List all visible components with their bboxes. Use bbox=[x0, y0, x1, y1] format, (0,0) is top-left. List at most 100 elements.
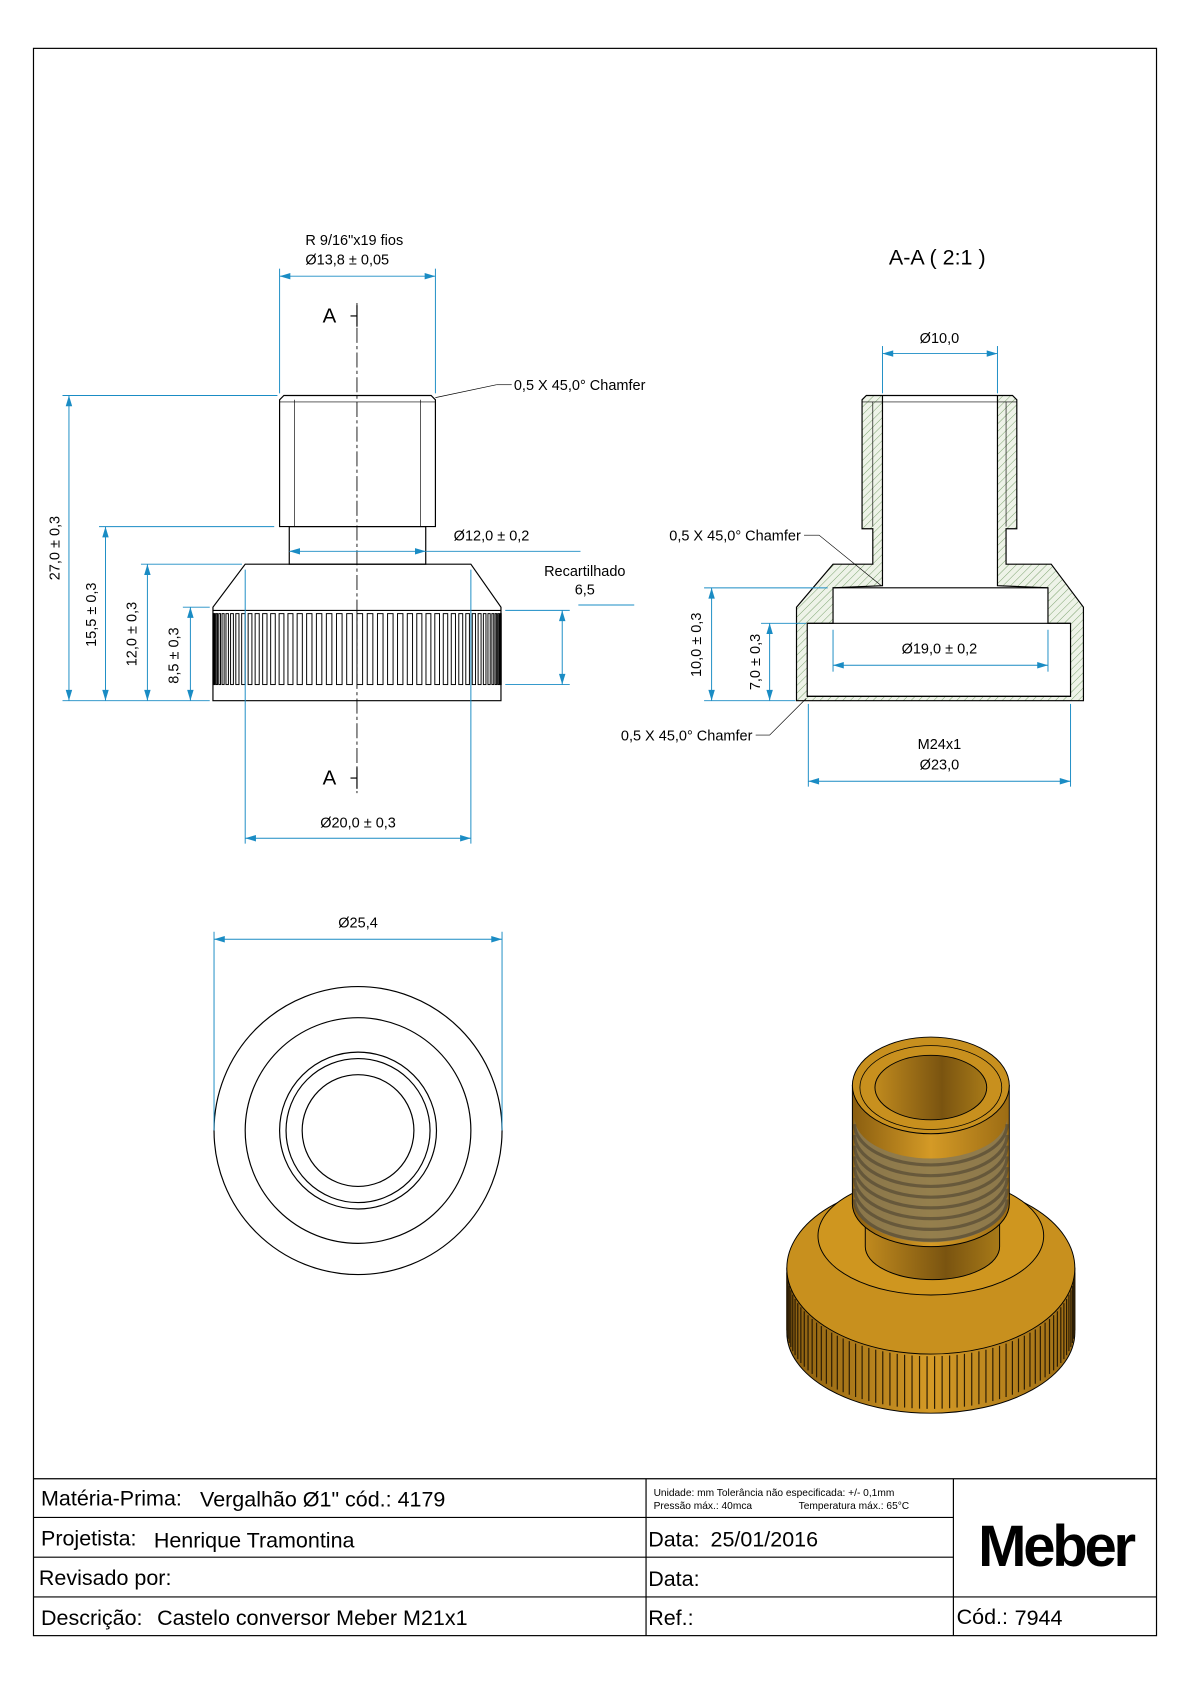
thread-groove bbox=[852, 1167, 1009, 1210]
knurl-ridge bbox=[465, 613, 470, 686]
section-view: A-A ( 2:1 ) Ø10,0 0,5 X 45,0° Chamfer 0,… bbox=[621, 245, 1085, 787]
section-marker-bottom: A bbox=[323, 768, 337, 790]
thread-groove bbox=[852, 1134, 1009, 1178]
designer-value: Henrique Tramontina bbox=[154, 1529, 355, 1553]
thread-body bbox=[278, 394, 437, 528]
knurl-ridge bbox=[325, 613, 333, 686]
review-date-label: Data: bbox=[648, 1567, 699, 1591]
material-label: Matéria-Prima: bbox=[41, 1487, 182, 1511]
chamfer-top-label: 0,5 X 45,0° Chamfer bbox=[514, 378, 646, 394]
code-label: Cód.: bbox=[957, 1605, 1008, 1629]
meber-logo: Meber bbox=[978, 1514, 1135, 1579]
chamfer-lower-label: 0,5 X 45,0° Chamfer bbox=[621, 728, 753, 744]
thread-label: M24x1 bbox=[918, 737, 962, 753]
neck bbox=[288, 525, 427, 565]
knurl-ridge bbox=[247, 613, 253, 686]
counterbore-diameter-dim: Ø19,0 ± 0,2 bbox=[902, 641, 978, 657]
ref-label: Ref.: bbox=[648, 1606, 693, 1630]
thread-groove bbox=[852, 1156, 1009, 1199]
knurl-ridge bbox=[315, 613, 323, 686]
date-value: 25/01/2016 bbox=[711, 1527, 819, 1551]
knurl-ridge bbox=[491, 613, 495, 686]
thread-groove bbox=[852, 1124, 1009, 1167]
thread-label: R 9/16"x19 fios bbox=[305, 233, 403, 249]
date-label: Data: bbox=[648, 1527, 699, 1551]
knurl-ridge bbox=[241, 613, 246, 686]
knurl-ridge bbox=[487, 613, 491, 686]
thread-diameter-dim: Ø23,0 bbox=[920, 757, 960, 773]
depth-10-dim: 10,0 ± 0,3 bbox=[689, 613, 705, 677]
body-diameter-dim: Ø20,0 ± 0,3 bbox=[320, 815, 396, 831]
knurl-ridge bbox=[270, 613, 276, 686]
front-view: A A R 9/16"x19 fios Ø13,8 ± 0,05 0,5 X 4… bbox=[47, 233, 646, 844]
knurl-ridge bbox=[335, 613, 343, 686]
thread-diameter-dim: Ø13,8 ± 0,05 bbox=[305, 252, 389, 268]
description-label: Descrição: bbox=[41, 1606, 142, 1630]
knurl-label: Recartilhado bbox=[544, 564, 625, 580]
section-marker-top: A bbox=[323, 305, 337, 327]
notes-pressure: Pressão máx.: 40mca bbox=[654, 1501, 753, 1512]
knurl-ridge bbox=[306, 613, 313, 686]
bottom-view: Ø25,4 bbox=[213, 915, 503, 1276]
knurl-ridge bbox=[254, 613, 260, 686]
outer-diameter-dim: Ø25,4 bbox=[338, 915, 378, 931]
description-value: Castelo conversor Meber M21x1 bbox=[157, 1606, 467, 1630]
knurl-ridge bbox=[450, 613, 456, 686]
code-value: 7944 bbox=[1015, 1606, 1063, 1630]
knurl-ridge bbox=[482, 613, 487, 686]
designer-label: Projetista: bbox=[41, 1526, 137, 1550]
thread-groove bbox=[852, 1188, 1009, 1231]
knurl-ridge bbox=[278, 613, 285, 686]
section-title: A-A ( 2:1 ) bbox=[889, 245, 986, 269]
knurl-ridge bbox=[497, 613, 500, 686]
knurl-ridge bbox=[213, 613, 216, 686]
knurl-ridge bbox=[442, 613, 449, 686]
height-total-dim: 27,0 ± 0,3 bbox=[47, 516, 63, 580]
knurl-value: 6,5 bbox=[575, 582, 595, 598]
knurl-ridge bbox=[416, 613, 423, 686]
knurl-ridge bbox=[500, 613, 502, 686]
knurl-ridge bbox=[477, 613, 482, 686]
depth-7-dim: 7,0 ± 0,3 bbox=[748, 634, 764, 690]
knurl-ridge bbox=[366, 613, 374, 686]
knurl-ridge bbox=[494, 613, 498, 686]
thread-groove bbox=[852, 1145, 1009, 1188]
knurl-ridge bbox=[225, 613, 229, 686]
knurl-ridge bbox=[499, 613, 501, 686]
title-block: Matéria-Prima: Vergalhão Ø1" cód.: 4179 … bbox=[33, 1478, 1157, 1636]
knurl-ridge bbox=[434, 613, 440, 686]
knurl-ridge bbox=[471, 613, 477, 686]
height-8-dim: 8,5 ± 0,3 bbox=[167, 627, 183, 683]
reviewed-label: Revisado por: bbox=[39, 1566, 172, 1590]
thread-groove bbox=[852, 1199, 1009, 1242]
knurl-ridge bbox=[296, 613, 303, 686]
bore-diameter-dim: Ø10,0 bbox=[920, 331, 960, 347]
knurl-ridge bbox=[215, 613, 219, 686]
height-15-dim: 15,5 ± 0,3 bbox=[84, 583, 100, 647]
chamfer-upper-label: 0,5 X 45,0° Chamfer bbox=[669, 529, 801, 545]
knurl-pattern bbox=[212, 613, 502, 686]
knurl-ridge bbox=[425, 613, 432, 686]
knurl-ridge bbox=[356, 613, 364, 686]
iso-view-3d bbox=[786, 1036, 1076, 1414]
knurl-ridge bbox=[376, 613, 384, 686]
knurl-ridge bbox=[387, 613, 394, 686]
thread-groove bbox=[852, 1177, 1009, 1221]
knurl-ridge bbox=[262, 613, 268, 686]
knurl-ridge bbox=[346, 613, 353, 686]
knurl-ridge bbox=[221, 613, 225, 686]
knurl-ridge bbox=[235, 613, 240, 686]
drawing-frame bbox=[32, 47, 1158, 1637]
knurl-ridge bbox=[397, 613, 404, 686]
height-12-dim: 12,0 ± 0,3 bbox=[125, 602, 141, 666]
material-value: Vergalhão Ø1" cód.: 4179 bbox=[200, 1488, 445, 1512]
knurl-ridge bbox=[287, 613, 294, 686]
knurl-ridge bbox=[218, 613, 221, 686]
neck-diameter-dim: Ø12,0 ± 0,2 bbox=[454, 529, 530, 545]
knurl-ridge bbox=[212, 613, 215, 686]
notes-temperature: Temperatura máx.: 65°C bbox=[799, 1501, 910, 1512]
knurl-ridge bbox=[230, 613, 234, 686]
knurled-body bbox=[212, 563, 502, 702]
knurl-ridge bbox=[406, 613, 414, 686]
